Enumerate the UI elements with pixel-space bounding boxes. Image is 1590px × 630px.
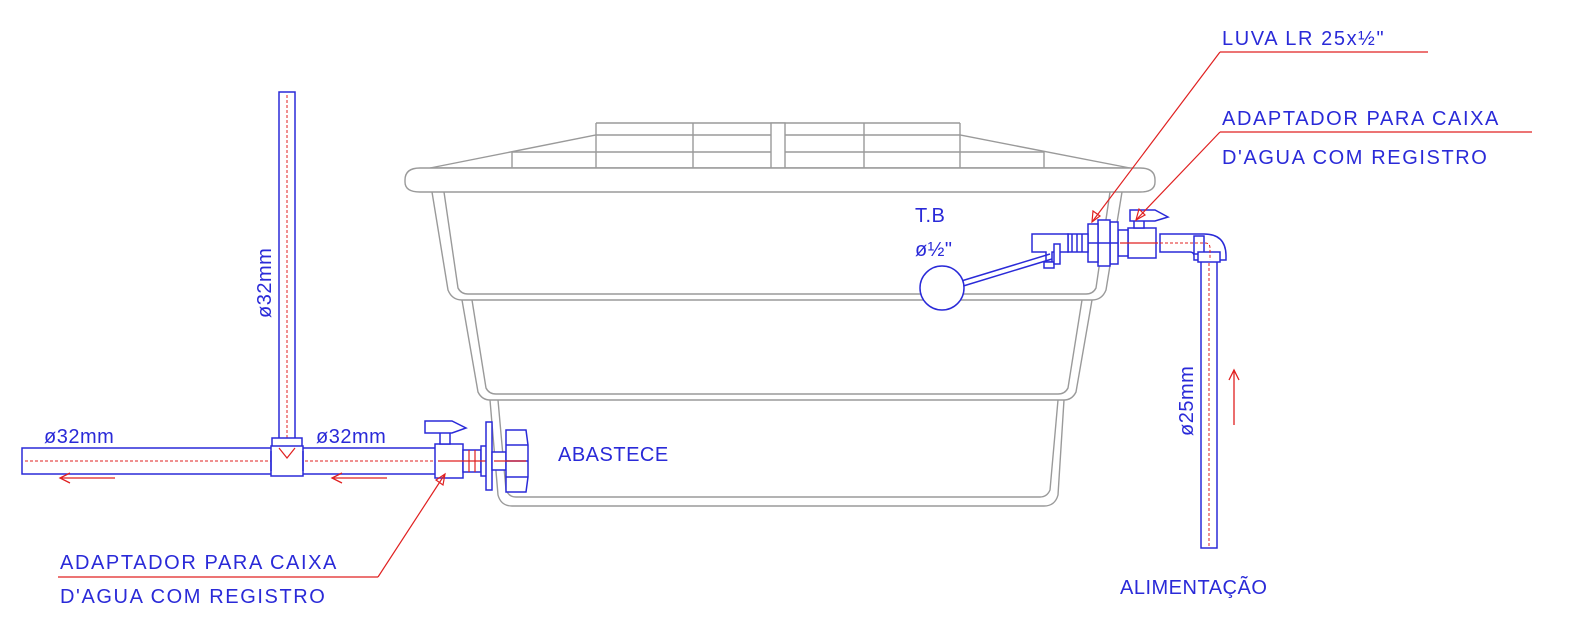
float-valve (919, 233, 1069, 311)
label-adaptador-top-2: D'AGUA COM REGISTRO (1222, 147, 1488, 169)
supply-elbow (1159, 233, 1227, 263)
flow-arrow-up (1228, 368, 1240, 425)
outlet-ball-valve (424, 420, 492, 479)
flow-arrow-left-2 (330, 472, 387, 484)
leader-luva (1091, 51, 1428, 224)
label-outlet-mid: ø32mm (316, 426, 386, 448)
label-vertical-riser: ø32mm (254, 248, 276, 318)
flow-arrow-left-1 (58, 472, 115, 484)
inlet-ball-valve (1117, 209, 1170, 259)
float-ball (919, 265, 965, 311)
label-adaptador-top-1: ADAPTADOR PARA CAIXA (1222, 108, 1500, 130)
leader-adaptador-bottom (58, 472, 446, 578)
label-tb-2: ø½" (915, 239, 953, 261)
label-supply-pipe: ø25mm (1176, 366, 1198, 436)
label-adaptador-bottom-1: ADAPTADOR PARA CAIXA (60, 552, 338, 574)
lid-handle (770, 122, 786, 169)
tee-fitting (270, 437, 304, 477)
label-outlet-left: ø32mm (44, 426, 114, 448)
supply-pipe-vertical (1200, 255, 1218, 549)
inlet-tank-adapter (1087, 219, 1119, 267)
outlet-tank-adapter (485, 421, 529, 493)
leader-adaptador-top (1135, 131, 1532, 222)
label-luva: LUVA LR 25x½" (1222, 28, 1385, 50)
label-adaptador-bottom-2: D'AGUA COM REGISTRO (60, 586, 326, 608)
label-alimentacao: ALIMENTAÇÃO (1120, 575, 1267, 599)
vertical-riser-pipe (278, 91, 296, 443)
water-tank (404, 122, 1156, 507)
label-tb-1: T.B (915, 205, 945, 227)
tank-body-middle (461, 299, 1093, 401)
tank-body-lower (489, 399, 1065, 507)
luva-coupling (1067, 233, 1089, 253)
tank-lid-rim (404, 167, 1156, 193)
tank-body-upper (431, 191, 1123, 301)
horizontal-outlet-pipe (21, 447, 438, 475)
label-abastece: ABASTECE (558, 444, 669, 466)
